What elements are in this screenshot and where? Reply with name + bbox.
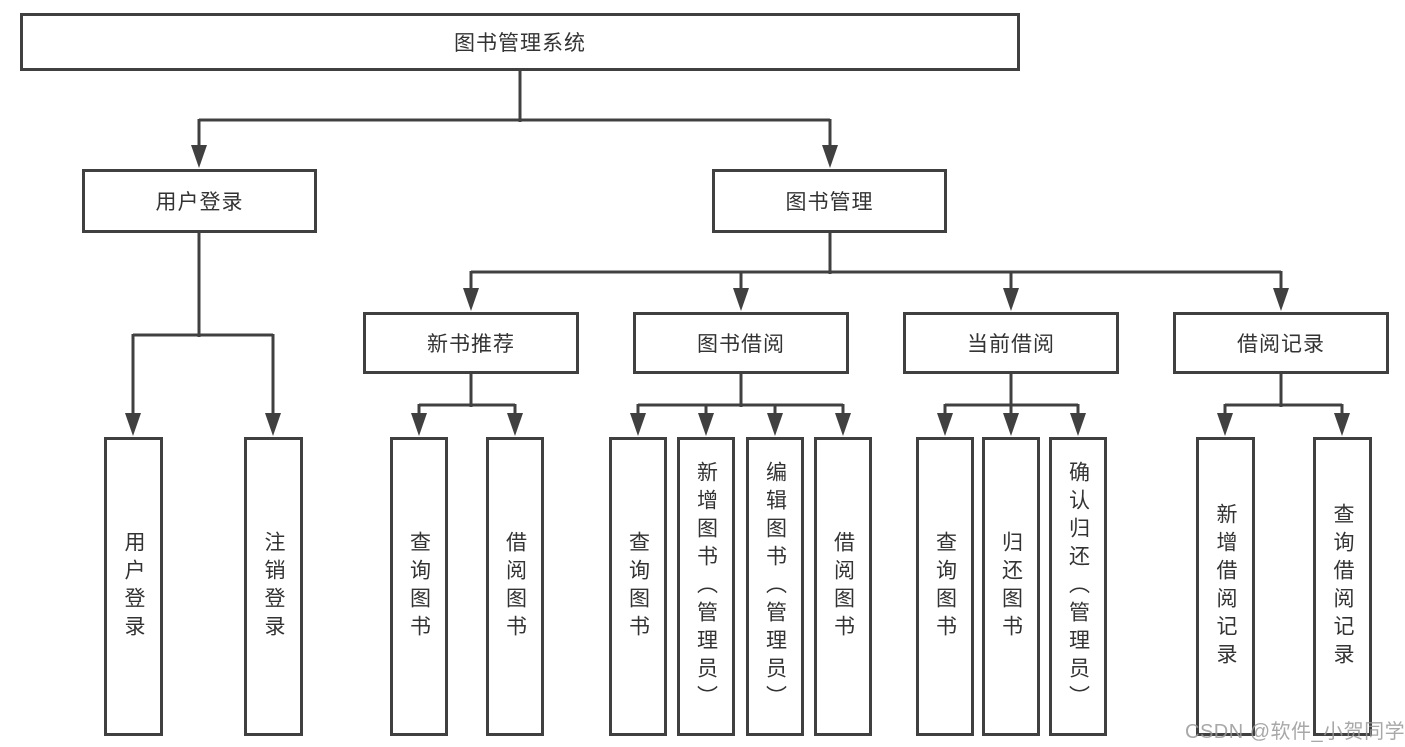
- leaf-query-books-recommend: 查询图书: [390, 437, 448, 736]
- leaf-add-book-admin: 新增图书（管理员）: [677, 437, 735, 736]
- node-new-book-recommend: 新书推荐: [363, 312, 579, 374]
- node-borrowing-records: 借阅记录: [1173, 312, 1389, 374]
- leaf-borrow-books-recommend: 借阅图书: [486, 437, 544, 736]
- leaf-confirm-return-admin: 确认归还（管理员）: [1049, 437, 1107, 736]
- leaf-borrow-books-borrow: 借阅图书: [814, 437, 872, 736]
- csdn-watermark: CSDN @软件_小贺同学: [1185, 721, 1405, 743]
- node-root: 图书管理系统: [20, 13, 1020, 71]
- node-user-login: 用户登录: [82, 169, 317, 233]
- leaf-add-borrow-record: 新增借阅记录: [1196, 437, 1255, 736]
- leaf-return-book: 归还图书: [982, 437, 1040, 736]
- leaf-query-books-current: 查询图书: [916, 437, 974, 736]
- leaf-user-login: 用户登录: [104, 437, 163, 736]
- leaf-logout: 注销登录: [244, 437, 303, 736]
- node-book-borrowing: 图书借阅: [633, 312, 849, 374]
- node-current-borrowing: 当前借阅: [903, 312, 1119, 374]
- leaf-query-books-borrow: 查询图书: [609, 437, 667, 736]
- leaf-query-borrow-record: 查询借阅记录: [1313, 437, 1372, 736]
- leaf-edit-book-admin: 编辑图书（管理员）: [746, 437, 804, 736]
- node-book-management: 图书管理: [712, 169, 947, 233]
